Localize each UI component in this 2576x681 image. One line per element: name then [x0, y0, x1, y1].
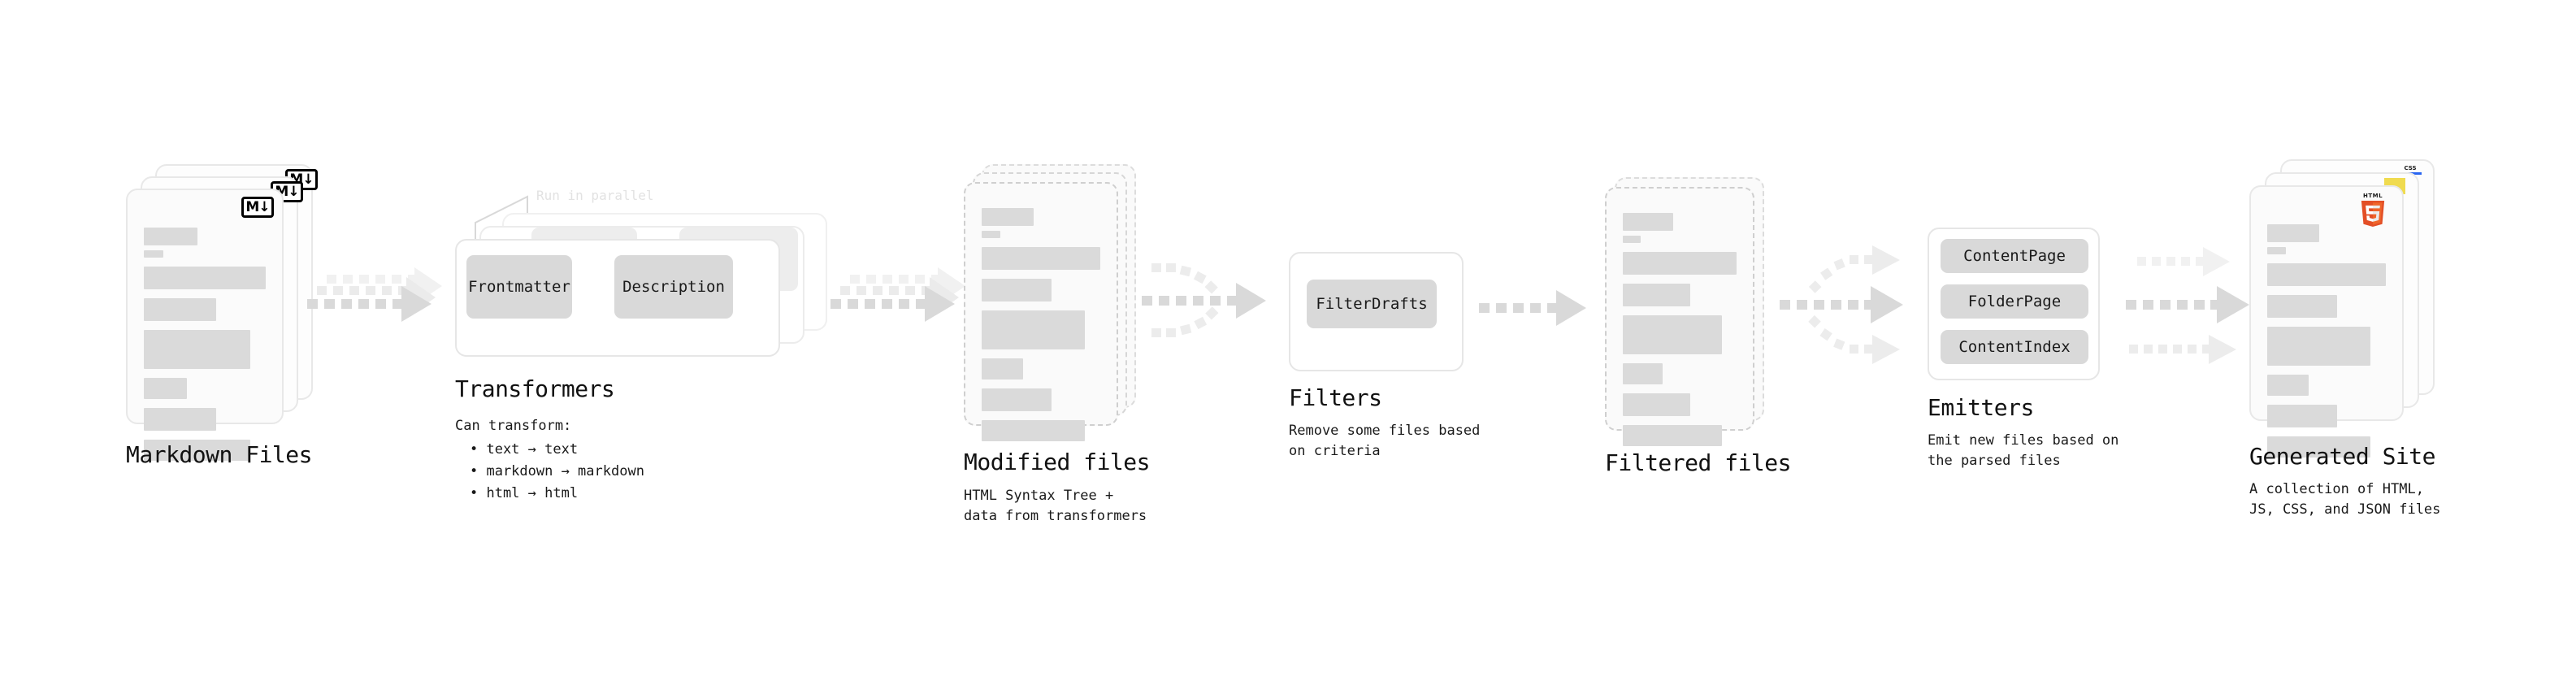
- modified-card-content: [982, 208, 1100, 441]
- filters-box: FilterDrafts: [1289, 252, 1464, 371]
- content-bar: [144, 250, 163, 258]
- modified-files-title: Modified files: [964, 449, 1151, 475]
- html5-shield: [2361, 201, 2385, 227]
- content-bar: [2267, 247, 2287, 254]
- markdown-badge-icon: M↓: [241, 197, 274, 218]
- emitters-subtitle: Emit new files based on the parsed files: [1928, 432, 2119, 469]
- content-bar: [1623, 363, 1663, 384]
- site-card-content: [2267, 224, 2386, 458]
- transformer-box-front: Frontmatter Description: [455, 239, 780, 357]
- filtered-files-stack: [1605, 177, 1784, 446]
- filtered-files-title: Filtered files: [1605, 449, 1792, 476]
- generated-site-title: Generated Site: [2249, 443, 2436, 470]
- filters-title: Filters: [1289, 384, 1382, 411]
- content-bar: [1623, 315, 1722, 354]
- content-bar: [982, 420, 1086, 441]
- content-bar: [982, 358, 1024, 380]
- arrow-filters-to-filtered: [1479, 290, 1586, 326]
- content-bar: [144, 330, 250, 369]
- html5-badge-icon: HTML: [2359, 193, 2387, 228]
- content-bar: [144, 408, 216, 431]
- transformers-bullet-2: • html → html: [470, 485, 579, 501]
- transformer-pill-frontmatter[interactable]: Frontmatter: [466, 255, 572, 319]
- html5-badge-label: HTML: [2362, 193, 2383, 199]
- content-bar: [1623, 425, 1722, 446]
- arrow-filtered-to-emitters: [1780, 245, 1903, 364]
- run-in-parallel-label: Run in parallel: [536, 188, 654, 203]
- content-bar: [144, 228, 197, 245]
- transformer-pill-description[interactable]: Description: [614, 255, 733, 319]
- modified-card-front: [964, 182, 1118, 441]
- content-bar: [982, 247, 1100, 270]
- content-bar: [144, 267, 266, 289]
- run-in-parallel-bracket: [475, 195, 528, 241]
- emitter-pill-contentpage[interactable]: ContentPage: [1941, 239, 2088, 273]
- filter-pill-filterdrafts[interactable]: FilterDrafts: [1307, 280, 1437, 328]
- content-bar: [2267, 295, 2338, 318]
- markdown-card-content: [144, 228, 266, 461]
- content-bar: [144, 440, 250, 461]
- transformers-title: Transformers: [455, 375, 615, 402]
- content-bar: [2267, 375, 2309, 396]
- content-bar: [2267, 405, 2338, 427]
- arrow-modified-to-filters: [1142, 263, 1266, 337]
- content-bar: [1623, 284, 1690, 306]
- content-bar: [2267, 436, 2371, 458]
- content-bar: [982, 388, 1052, 411]
- emitter-pill-contentindex[interactable]: ContentIndex: [1941, 330, 2088, 364]
- content-bar: [1623, 213, 1673, 231]
- arrow-emitters-to-site: [2126, 247, 2249, 364]
- transformers-subtitle: Can transform:: [455, 418, 572, 434]
- content-bar: [144, 298, 216, 321]
- arrow-markdown-to-transformers: [307, 267, 442, 322]
- generated-site-subtitle: A collection of HTML, JS, CSS, and JSON …: [2249, 481, 2441, 518]
- modified-files-stack: [964, 164, 1151, 441]
- content-bar: [982, 279, 1052, 301]
- content-bar: [982, 208, 1034, 226]
- content-bar: [1623, 236, 1641, 243]
- emitter-pill-folderpage[interactable]: FolderPage: [1941, 284, 2088, 319]
- transformers-bullet-1: • markdown → markdown: [470, 463, 644, 479]
- markdown-files-title: Markdown Files: [126, 441, 313, 468]
- generated-site-stack: CSS HTML: [2249, 159, 2436, 458]
- filtered-card-content: [1623, 213, 1737, 446]
- content-bar: [144, 378, 187, 399]
- emitters-title: Emitters: [1928, 394, 2034, 421]
- content-bar: [982, 231, 1001, 238]
- content-bar: [2267, 327, 2371, 366]
- content-bar: [982, 310, 1086, 349]
- markdown-files-stack: M↓ M↓ M↓: [126, 164, 318, 461]
- arrow-transformers-to-modified: [830, 267, 965, 322]
- content-bar: [1623, 252, 1737, 275]
- markdown-card-front: M↓: [126, 189, 284, 461]
- emitters-group: ContentPage FolderPage ContentIndex: [1928, 228, 2114, 382]
- content-bar: [2267, 263, 2386, 286]
- transformers-group: Run in parallel Frontmatter Description: [455, 188, 837, 406]
- content-bar: [1623, 393, 1690, 416]
- content-bar: [2267, 224, 2320, 242]
- filtered-card-front: [1605, 187, 1754, 446]
- site-card-front: HTML: [2249, 185, 2404, 458]
- filters-subtitle: Remove some files based on criteria: [1289, 423, 1481, 459]
- css-badge-label: CSS: [2404, 165, 2417, 171]
- modified-files-subtitle: HTML Syntax Tree + data from transformer…: [964, 488, 1147, 524]
- emitters-box: ContentPage FolderPage ContentIndex: [1928, 228, 2100, 380]
- filters-group: FilterDrafts: [1289, 252, 1468, 374]
- transformers-bullet-0: • text → text: [470, 441, 579, 458]
